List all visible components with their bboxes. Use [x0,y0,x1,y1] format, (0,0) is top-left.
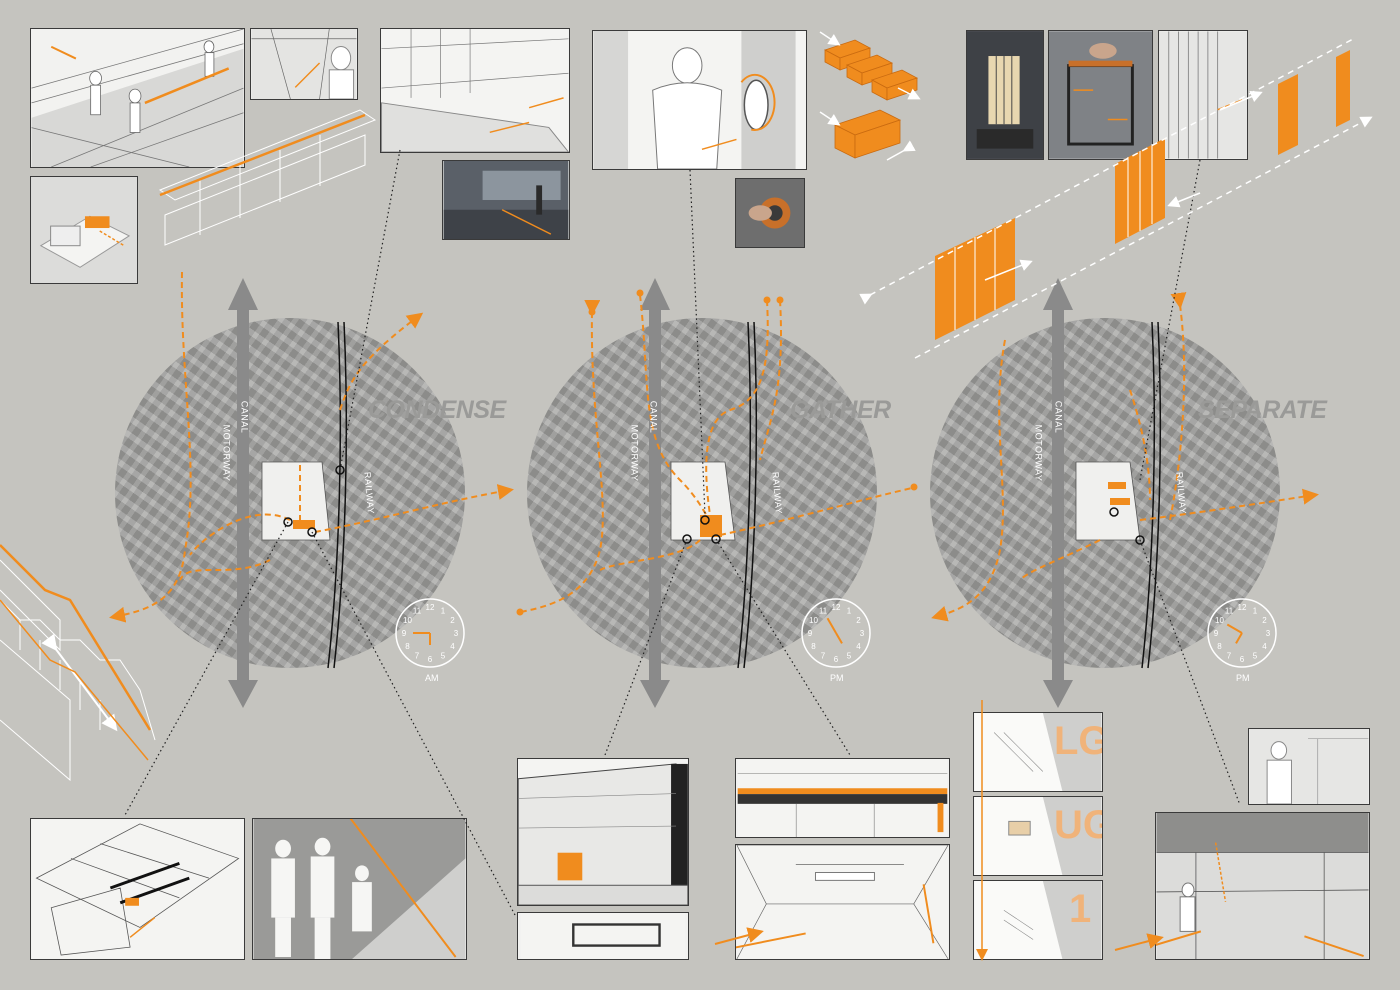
clock-minute-hand [1226,623,1243,634]
floor-label-lg: LG [1054,719,1102,763]
handle-photo-panel [735,178,805,248]
motorway-label-3: MOTORWAY [1033,424,1044,482]
screen-facade-panel [1158,30,1248,160]
clock-number: 7 [1227,652,1232,661]
clock-number: 1 [441,606,446,615]
clock-number: 1 [847,606,852,615]
floor-label-ug: UG [1054,803,1102,847]
stage-word-separate: SEPARATE [1198,396,1327,424]
floor-plan-1: 1 [973,880,1103,960]
clock-number: 5 [1253,652,1258,661]
site-map-gather [527,318,877,668]
station-interior-panel [250,28,358,100]
stage-word-gather: GATHER [790,396,891,424]
floor-label-1: 1 [1069,887,1092,931]
clock-hour-hand [1235,632,1243,644]
clock-number: 7 [821,652,826,661]
site-map-condense [115,318,465,668]
staircase-sketch [0,544,156,782]
hall-plan-panel [517,912,689,960]
clock-number: 6 [834,655,839,664]
clock-number: 2 [856,616,861,625]
stage-word-condense: CONDENSE [368,396,506,424]
clock-number: 4 [856,642,861,651]
staircase-people-panel [252,818,467,960]
clock-number: 3 [454,629,459,638]
clock-number: 4 [450,642,455,651]
canal-label-1: CANAL [239,400,250,434]
clock-number: 8 [1217,642,1222,651]
clock-period-1: AM [425,673,439,683]
clock-minute-hand [826,617,837,634]
lantern-model-photo [966,30,1044,160]
clock-number: 3 [1266,629,1271,638]
cafe-photo-panel [442,160,570,240]
clock-number: 8 [811,642,816,651]
clock-number: 7 [415,652,420,661]
clock-number: 6 [1240,655,1245,664]
mezzanine-section-panel [735,758,950,838]
folding-frame-photo [1048,30,1153,160]
clock-number: 5 [847,652,852,661]
floor-plan-lg: LG [973,712,1103,792]
model-photo-panel [30,176,138,284]
clock-number: 8 [405,642,410,651]
clock-number: 6 [428,655,433,664]
clock-period-2: PM [830,673,844,683]
wheel-mechanism-panel [592,30,807,170]
site-map-separate [930,318,1280,668]
clock-number: 4 [1262,642,1267,651]
canal-label-2: CANAL [648,400,659,434]
clock-number: 9 [402,629,407,638]
clock-number: 1 [1253,606,1258,615]
clock-number: 5 [441,652,446,661]
clock-hour-hand [835,632,843,644]
clock-number: 2 [1262,616,1267,625]
motorway-label-2: MOTORWAY [629,424,640,482]
person-sketch-panel [1248,728,1370,805]
clock-number: 9 [1214,629,1219,638]
floor-plan-ug: UG [973,796,1103,876]
canal-label-3: CANAL [1053,400,1064,434]
clock-number: 3 [860,629,865,638]
clock-number: 12 [426,603,435,612]
orange-modules [819,31,921,161]
clock-number: 2 [450,616,455,625]
clock-period-3: PM [1236,673,1250,683]
escalator-perspective-panel [30,28,245,168]
axonometric-plan-panel [30,818,245,960]
cafe-bar-perspective-panel [735,844,950,960]
market-hall-panel [1155,812,1370,960]
platform-section-panel [380,28,570,153]
hall-section-panel [517,758,689,906]
motorway-label-1: MOTORWAY [221,424,232,482]
